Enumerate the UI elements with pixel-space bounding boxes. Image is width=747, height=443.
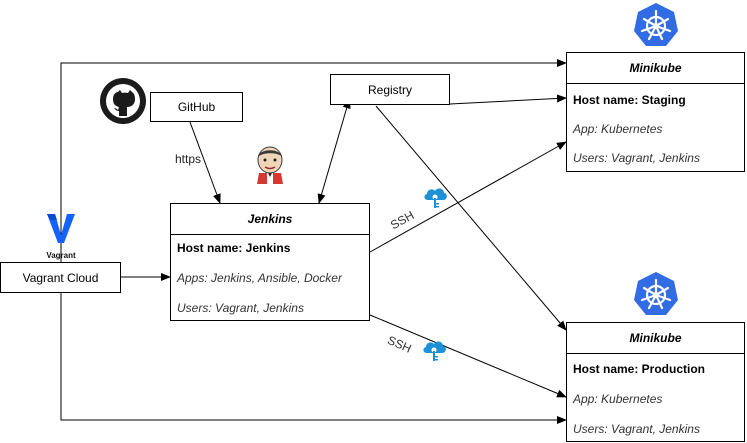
minikube-production-node: Minikube Host name: Production App: Kube…: [566, 322, 745, 442]
ssh-cloud-key-icon: [423, 341, 446, 361]
edge-jenkins-production: [369, 314, 567, 398]
minikube-staging-users: Users: Vagrant, Jenkins: [573, 151, 700, 165]
edge-github-jenkins: [189, 121, 221, 204]
registry-node: Registry: [330, 74, 450, 105]
kubernetes-icon: [634, 272, 678, 315]
vagrant-logo: Vagrant: [38, 211, 84, 261]
vagrant-logo-text: Vagrant: [46, 251, 76, 260]
minikube-staging-node: Minikube Host name: Staging App: Kuberne…: [566, 52, 745, 172]
github-icon: [100, 78, 146, 124]
minikube-staging-app: App: Kubernetes: [573, 122, 663, 136]
vagrant-icon: [47, 214, 75, 243]
jenkins-title: Jenkins: [171, 204, 369, 235]
ssh-cloud-key-icon: [424, 188, 447, 208]
jenkins-node: Jenkins Host name: Jenkins Apps: Jenkins…: [170, 203, 370, 321]
edge-vagrantcloud-staging: [60, 59, 567, 262]
edge-registry-jenkins: [317, 98, 351, 204]
jenkins-apps: Apps: Jenkins, Ansible, Docker: [177, 271, 342, 285]
jenkins-users: Users: Vagrant, Jenkins: [177, 301, 304, 315]
vagrant-cloud-node: Vagrant Cloud: [0, 262, 121, 293]
edge-registry-staging: [449, 94, 567, 105]
minikube-production-host: Host name: Production: [573, 362, 706, 376]
https-label: https: [175, 152, 202, 166]
vagrant-cloud-label: Vagrant Cloud: [22, 270, 99, 285]
registry-label: Registry: [367, 82, 412, 97]
minikube-production-title: Minikube: [567, 323, 744, 354]
kubernetes-icon: [634, 3, 678, 46]
minikube-production-app: App: Kubernetes: [573, 392, 663, 406]
github-node: GitHub: [150, 92, 243, 122]
edge-jenkins-staging: [369, 141, 567, 253]
minikube-production-users: Users: Vagrant, Jenkins: [573, 422, 700, 436]
minikube-staging-title: Minikube: [567, 53, 744, 84]
edge-registry-production: [375, 105, 567, 331]
minikube-staging-host: Host name: Staging: [573, 93, 686, 107]
jenkins-icon: [257, 146, 283, 184]
jenkins-host: Host name: Jenkins: [177, 241, 291, 255]
github-label: GitHub: [177, 100, 216, 114]
edge-vagrantcloud-production: [60, 293, 567, 424]
